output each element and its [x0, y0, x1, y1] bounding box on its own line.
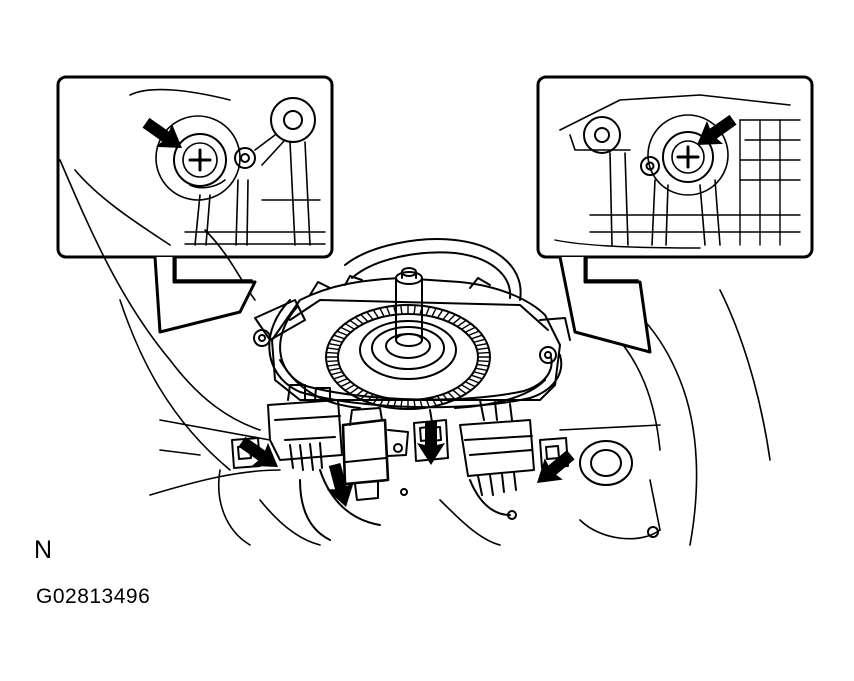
arrow-icon	[326, 462, 354, 507]
figure-code: G02813496	[36, 585, 151, 608]
arrow-icon	[142, 117, 182, 148]
column-background	[60, 160, 770, 545]
view-letter: N	[34, 536, 53, 564]
right-inset	[538, 77, 812, 352]
wheel-ring	[345, 239, 521, 300]
arrow-icon	[537, 450, 575, 483]
spiral-cable-housing	[254, 276, 570, 408]
arrow-icon	[238, 436, 278, 467]
steering-shaft	[396, 268, 422, 346]
connectors	[232, 385, 658, 540]
wire-harness-loop	[269, 300, 561, 407]
arrow-icon	[697, 114, 737, 145]
rotor-gear	[326, 305, 490, 409]
left-inset	[58, 77, 332, 332]
arrow-icon	[417, 421, 445, 465]
